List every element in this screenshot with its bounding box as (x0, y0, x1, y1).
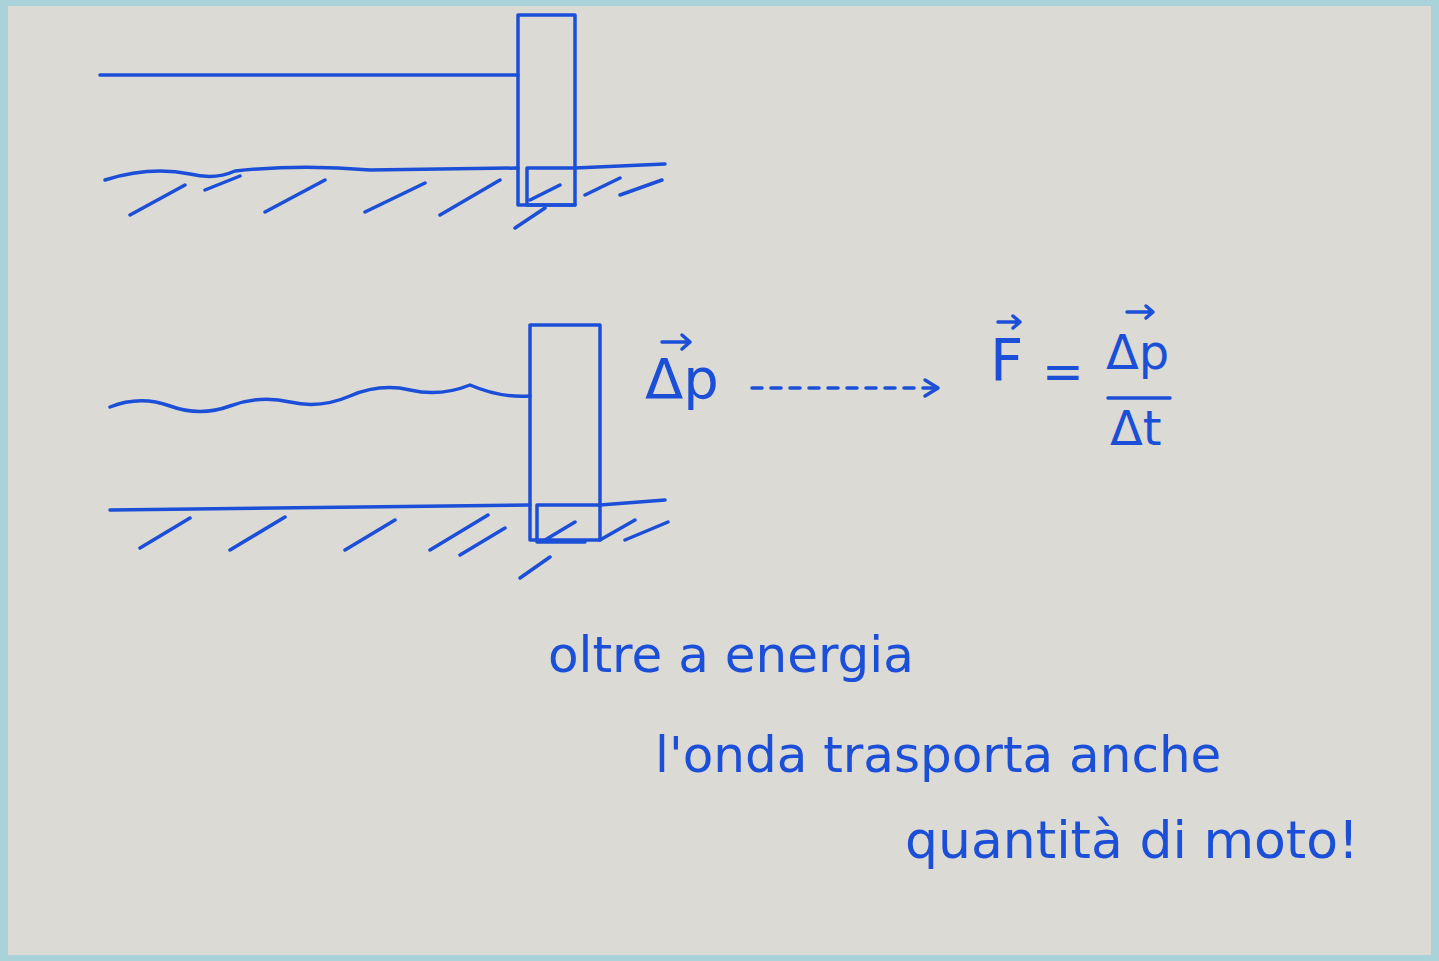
whiteboard: Δp F = ΔpΔt oltre a energia l'onda trasporta … (8, 6, 1431, 955)
dashed-arrow (752, 386, 935, 390)
vector-arrow (662, 335, 690, 349)
post-base (537, 505, 600, 542)
vector-arrow (998, 316, 1020, 328)
momentum-change: Δp (1106, 326, 1169, 379)
ground (105, 164, 665, 180)
ground-hatching (140, 515, 668, 578)
ground (110, 500, 665, 510)
arrowhead (925, 380, 938, 396)
post (518, 15, 575, 205)
vector-arrow (1127, 306, 1153, 318)
note-line: quantità di moto! (905, 812, 1359, 869)
momentum-change: Δp (645, 348, 719, 410)
force-symbol: F (990, 330, 1023, 394)
ground-hatching (130, 176, 662, 228)
wave-on-string (110, 385, 530, 412)
note-line: l'onda trasporta anche (655, 728, 1221, 783)
string-at-rest (100, 73, 518, 77)
equals-sign: = (1042, 345, 1084, 400)
fraction-bar (1108, 396, 1170, 400)
note-line: oltre a energia (548, 628, 914, 683)
post (530, 325, 600, 540)
time-interval: Δt (1110, 402, 1162, 455)
